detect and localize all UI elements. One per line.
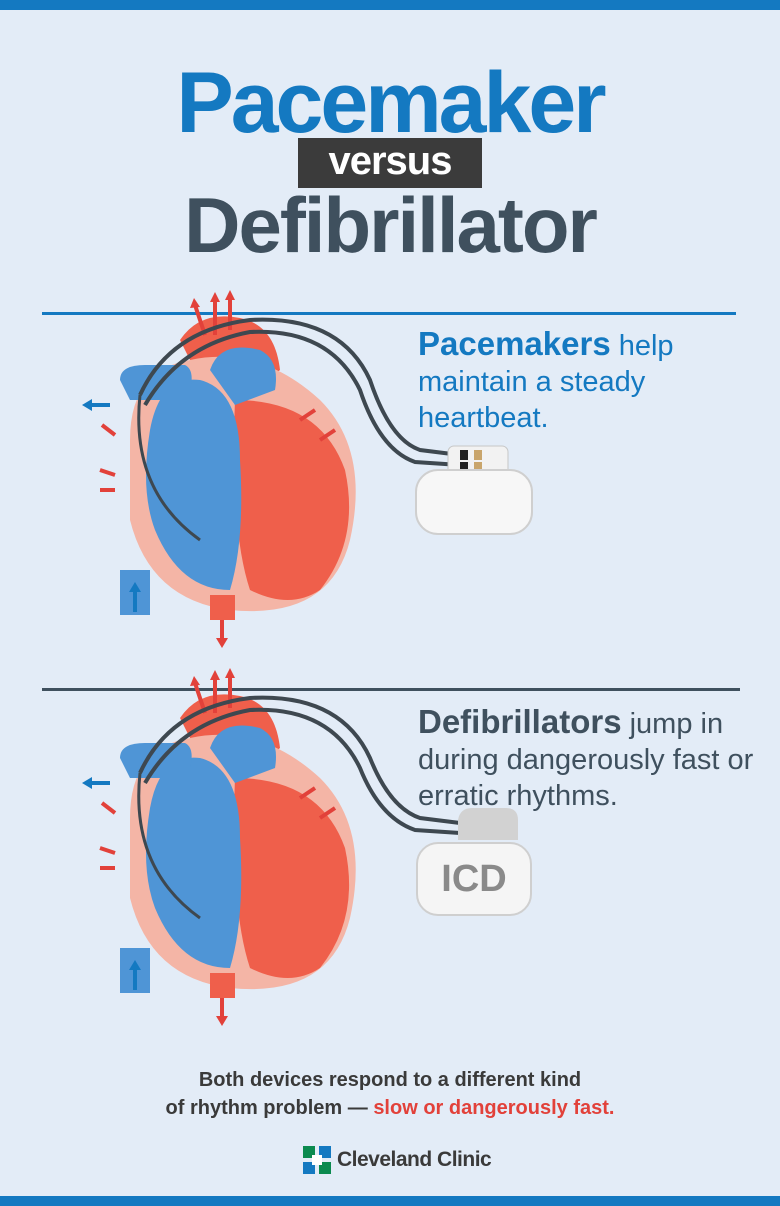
brand-name: Cleveland Clinic: [337, 1148, 492, 1171]
versus-label: versus: [298, 138, 482, 188]
bottom-accent-bar: [0, 1196, 780, 1206]
footer-highlight: slow or dangerously fast.: [373, 1097, 615, 1119]
cleveland-clinic-logo: Cleveland Clinic: [303, 1146, 492, 1174]
divider-pacemaker: [42, 312, 736, 315]
defibrillator-text: jump in during dangerously fast or errat…: [418, 708, 754, 812]
footer-line-2: of rhythm problem — slow or dangerously …: [0, 1094, 780, 1122]
defibrillator-description: Defibrillators jump in during dangerousl…: [418, 704, 758, 814]
footer-note: Both devices respond to a different kind…: [0, 1066, 780, 1122]
footer-line-1: Both devices respond to a different kind: [198, 1069, 582, 1091]
defibrillator-heart-illustration: [82, 668, 518, 1026]
pacemaker-term: Pacemakers: [418, 325, 611, 362]
pacemaker-heart-illustration: [82, 290, 533, 648]
cleveland-clinic-logo-icon: [303, 1146, 331, 1174]
icd-device: ICD: [416, 842, 532, 916]
title-pacemaker: Pacemaker: [176, 55, 606, 151]
divider-defibrillator: [42, 688, 740, 691]
defibrillator-term: Defibrillators: [418, 703, 622, 740]
footer-line-2-start: of rhythm problem —: [165, 1097, 374, 1119]
pacemaker-text: help maintain a steady heartbeat.: [418, 330, 674, 434]
top-accent-bar: [0, 0, 780, 10]
title-defibrillator: Defibrillator: [184, 181, 598, 269]
icd-label: ICD: [441, 857, 507, 900]
pacemaker-description: Pacemakers help maintain a steady heartb…: [418, 326, 748, 436]
